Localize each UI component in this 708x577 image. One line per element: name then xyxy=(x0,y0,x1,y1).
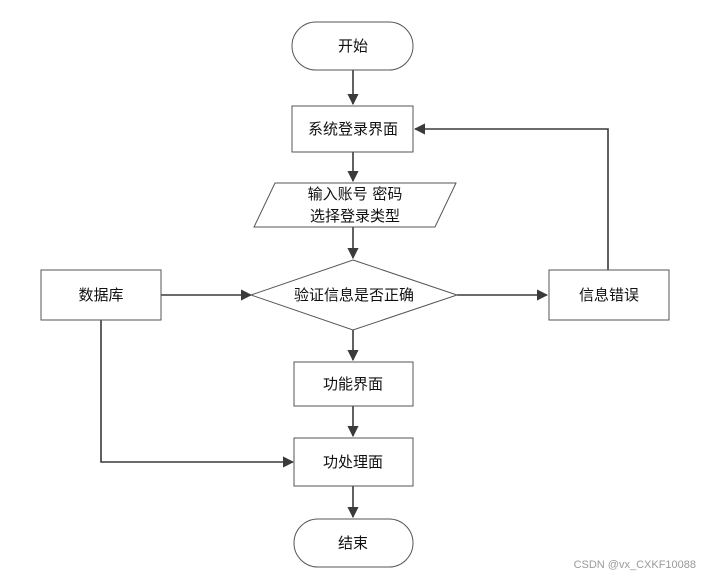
edge-database-to-process xyxy=(100,320,295,468)
login-ui-label: 系统登录界面 xyxy=(308,120,398,138)
error-node: 信息错误 xyxy=(548,269,670,321)
process-ui-node: 功处理面 xyxy=(293,437,414,487)
edge-error-to-login xyxy=(413,123,609,270)
start-label: 开始 xyxy=(338,37,368,55)
function-ui-node: 功能界面 xyxy=(293,361,414,407)
verify-label: 验证信息是否正确 xyxy=(294,286,414,304)
end-node: 结束 xyxy=(293,518,414,568)
login-ui-node: 系统登录界面 xyxy=(291,105,414,153)
input-node: 输入账号 密码 选择登录类型 xyxy=(253,182,457,228)
watermark: CSDN @vx_CXKF10088 xyxy=(573,559,696,571)
input-label-line1: 输入账号 密码 xyxy=(308,185,403,203)
function-ui-label: 功能界面 xyxy=(323,375,383,393)
start-node: 开始 xyxy=(291,21,414,71)
database-label: 数据库 xyxy=(78,286,123,304)
end-label: 结束 xyxy=(338,534,368,552)
verify-decision-node: 验证信息是否正确 xyxy=(249,259,459,331)
process-ui-label: 功处理面 xyxy=(323,453,383,471)
error-label: 信息错误 xyxy=(579,286,639,304)
database-node: 数据库 xyxy=(40,269,162,321)
input-label-line2: 选择登录类型 xyxy=(310,207,400,225)
